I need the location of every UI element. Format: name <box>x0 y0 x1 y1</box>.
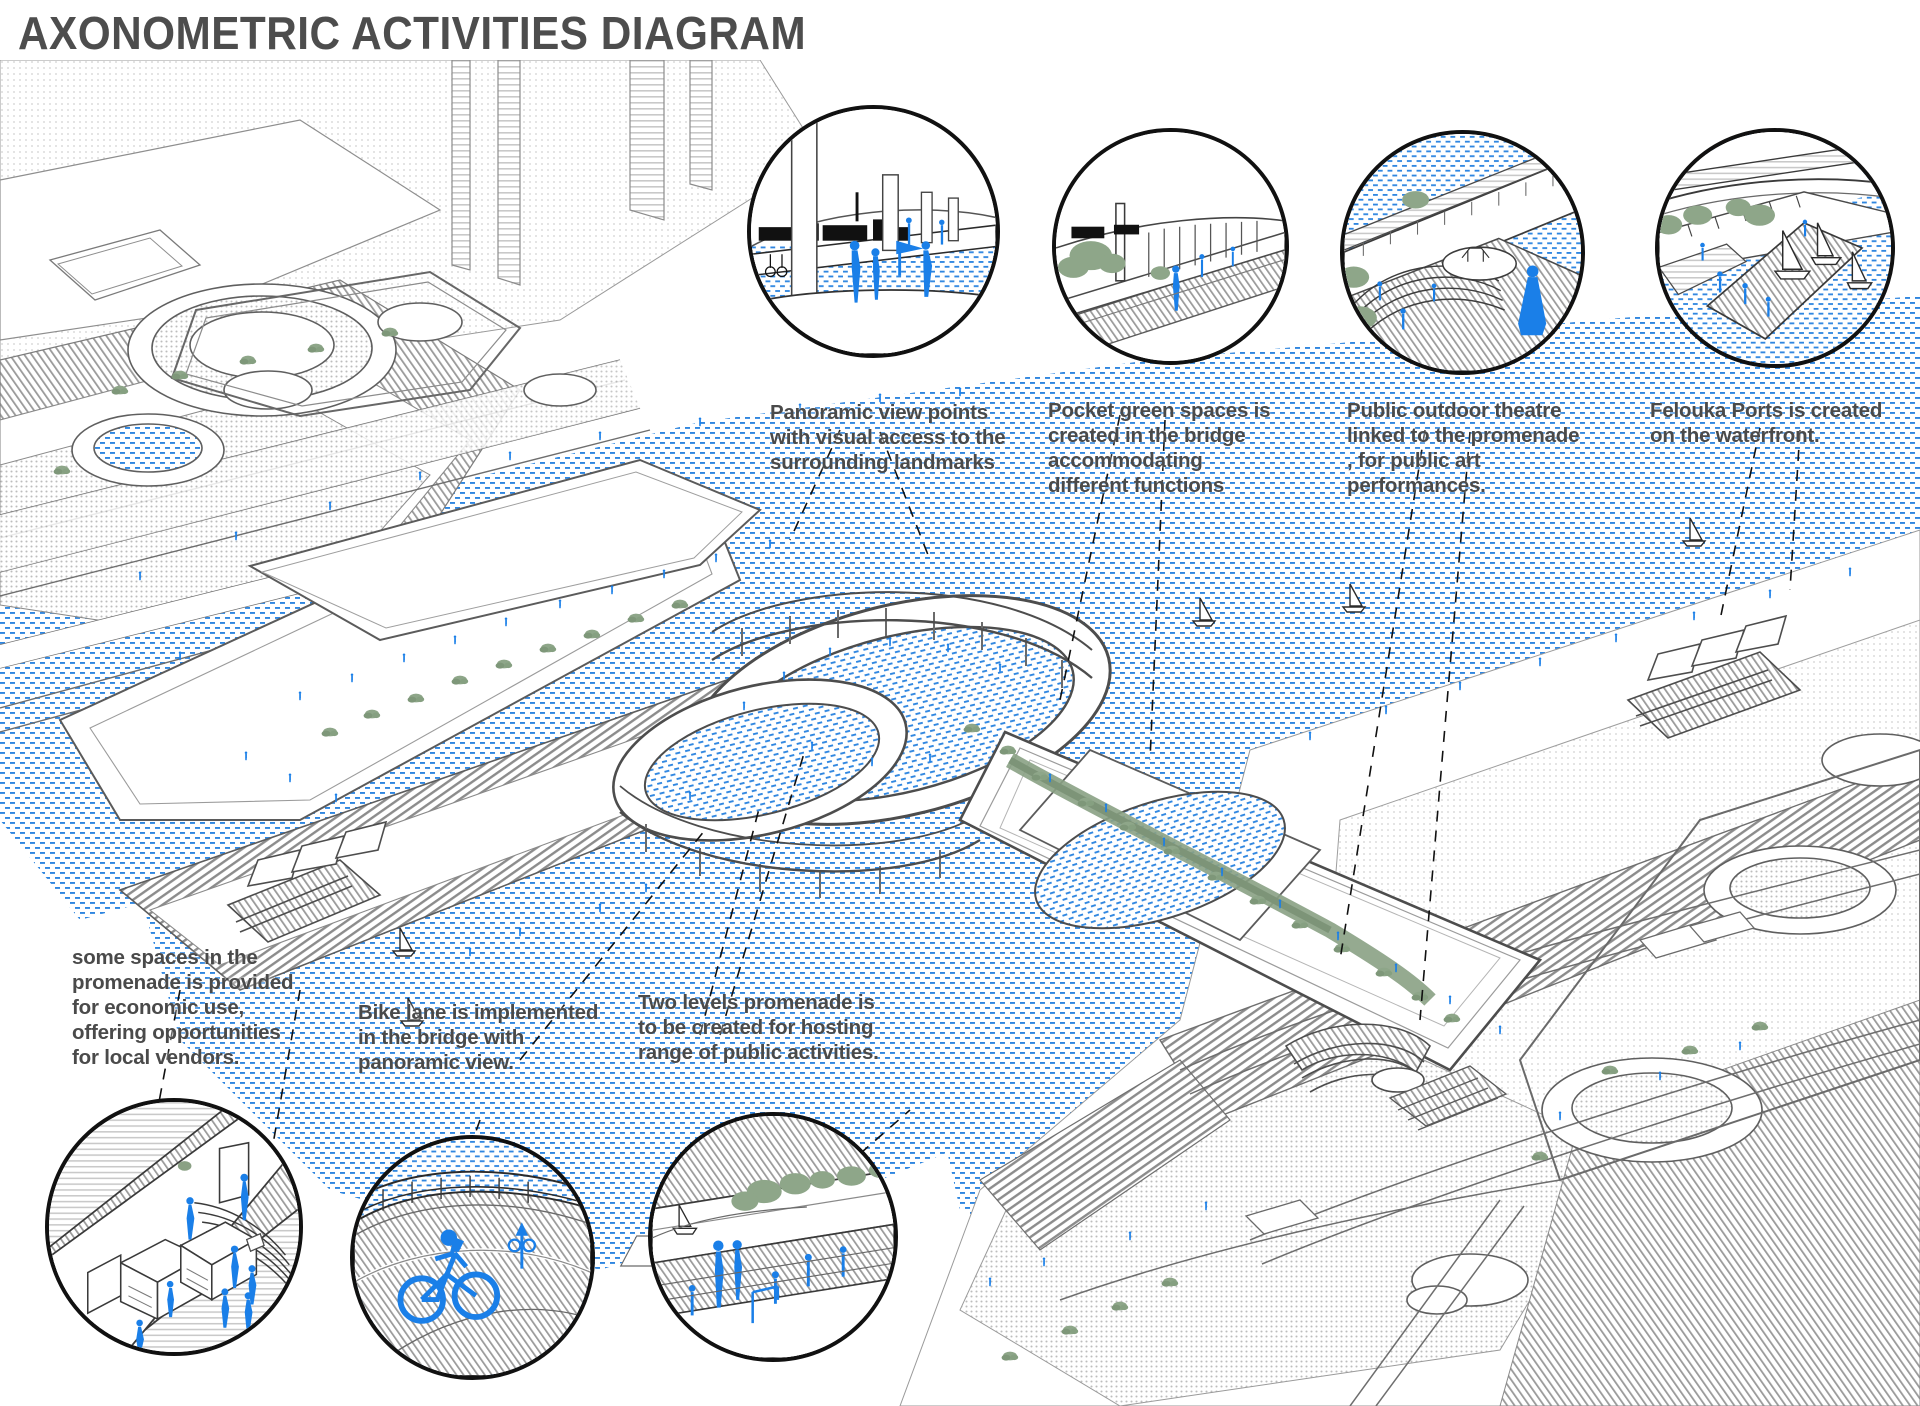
callout-local-vendors: some spaces in the promenade is provided… <box>72 946 294 1069</box>
callout-panoramic-viewpoints: Panoramic view points with visual access… <box>770 401 1006 474</box>
callout-pocket-green-spaces: Pocket green spaces is created in the br… <box>1048 399 1271 497</box>
central-loop-bridge <box>612 591 1112 898</box>
inset-public-outdoor-theatre[interactable] <box>1340 130 1585 375</box>
inset-scene-vendor-kiosks <box>49 1102 299 1352</box>
inset-felouka-ports[interactable] <box>1655 128 1895 368</box>
page-title: AXONOMETRIC ACTIVITIES DIAGRAM <box>18 7 807 59</box>
callout-bike-lane: Bike lane is implemented in the bridge w… <box>358 1001 599 1074</box>
inset-local-vendors[interactable] <box>45 1098 303 1356</box>
inset-scene-felouka-port <box>1659 132 1891 364</box>
inset-scene-amphitheatre <box>1344 134 1581 371</box>
inset-scene-cyclist <box>354 1139 591 1376</box>
inset-scene-underbridge-promenade <box>751 109 996 354</box>
inset-pocket-green-spaces[interactable] <box>1052 128 1289 365</box>
outdoor-theatre <box>1284 1023 1431 1093</box>
callout-two-levels-promenade: Two levels promenade is to be created fo… <box>638 991 879 1064</box>
east-pavilion <box>1388 1065 1508 1131</box>
felouka-port-west <box>226 820 388 943</box>
inset-scene-bridge-green-pockets <box>1056 132 1285 361</box>
inset-panoramic-viewpoints[interactable] <box>747 105 1000 358</box>
inset-two-levels-promenade[interactable] <box>648 1112 898 1362</box>
inset-bike-lane[interactable] <box>350 1135 595 1380</box>
callout-felouka-ports: Felouka Ports is created on the waterfro… <box>1650 399 1883 447</box>
inset-scene-two-level-promenade <box>652 1116 894 1358</box>
northwest-plaza <box>71 283 597 487</box>
callout-public-outdoor-theatre: Public outdoor theatre linked to the pro… <box>1347 399 1580 497</box>
felouka-port-east <box>1626 614 1802 739</box>
